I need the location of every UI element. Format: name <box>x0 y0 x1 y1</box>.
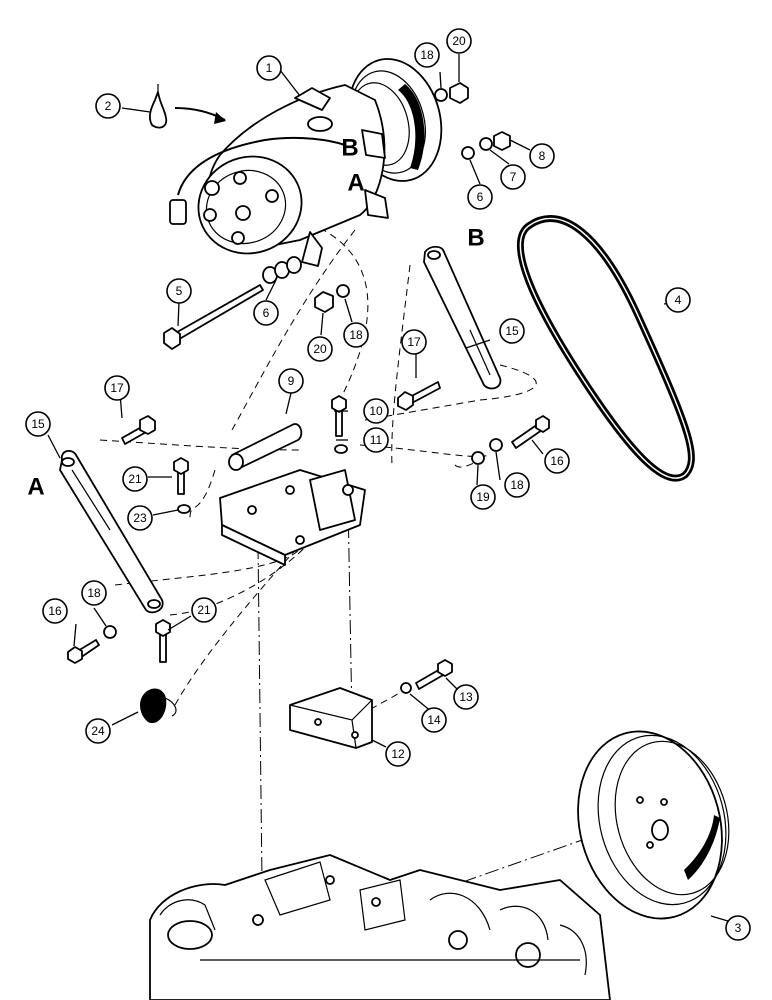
callout-4: 4 <box>665 287 691 313</box>
svg-text:18: 18 <box>87 586 101 600</box>
svg-text:14: 14 <box>427 713 441 727</box>
svg-text:11: 11 <box>370 433 383 447</box>
nuts-upper-right <box>434 82 511 160</box>
svg-text:3: 3 <box>735 921 742 935</box>
svg-text:18: 18 <box>510 478 524 492</box>
svg-text:20: 20 <box>313 342 327 356</box>
svg-text:19: 19 <box>476 490 490 504</box>
washer-23 <box>177 504 191 514</box>
callout-16-left: 16 <box>42 598 68 624</box>
svg-text:18: 18 <box>420 48 434 62</box>
svg-text:6: 6 <box>263 306 270 320</box>
callout-13: 13 <box>453 684 479 710</box>
callout-21-lower: 21 <box>191 597 217 623</box>
svg-text:4: 4 <box>675 293 682 307</box>
callout-15-left: 15 <box>25 411 51 437</box>
ref-letter-a-left: A <box>27 474 44 501</box>
washers-right-lower <box>471 438 503 465</box>
callout-1: 1 <box>256 55 282 81</box>
compressor <box>169 58 443 267</box>
svg-text:9: 9 <box>288 374 295 388</box>
bolt-right-lower <box>511 415 550 449</box>
svg-text:6: 6 <box>477 190 484 204</box>
bolt-bracket-top <box>331 395 348 454</box>
ref-letter-b-bracket: B <box>467 225 484 252</box>
bolt-left-upper <box>121 415 156 445</box>
svg-text:17: 17 <box>407 335 421 349</box>
washers-lower <box>262 256 302 284</box>
ref-letter-a-compressor: A <box>347 170 364 197</box>
adjusting-strap-left <box>59 449 164 614</box>
callout-17-right: 17 <box>401 329 427 355</box>
callout-23: 23 <box>127 505 153 531</box>
svg-text:15: 15 <box>31 417 45 431</box>
svg-text:21: 21 <box>128 472 142 486</box>
svg-text:10: 10 <box>369 404 383 418</box>
crankshaft-pulley <box>577 730 730 920</box>
svg-text:23: 23 <box>133 511 147 525</box>
svg-text:18: 18 <box>349 328 363 342</box>
ref-letter-b-compressor: B <box>341 135 358 162</box>
engine-block <box>149 854 611 1000</box>
callout-3: 3 <box>725 915 751 941</box>
svg-text:13: 13 <box>459 690 473 704</box>
callout-14: 14 <box>421 707 447 733</box>
svg-text:24: 24 <box>91 724 105 738</box>
svg-text:15: 15 <box>505 324 519 338</box>
leader-lines <box>47 54 739 925</box>
callout-6-upper: 6 <box>467 184 493 210</box>
svg-text:8: 8 <box>539 149 546 163</box>
svg-text:5: 5 <box>176 284 183 298</box>
svg-text:2: 2 <box>105 99 112 113</box>
svg-text:12: 12 <box>391 747 405 761</box>
drive-belt <box>516 215 695 482</box>
reference-letters: A B B A <box>27 135 484 501</box>
hose-clamp <box>140 688 177 724</box>
callout-17-left: 17 <box>104 375 130 401</box>
bolt-13 <box>400 659 453 694</box>
svg-text:20: 20 <box>452 34 466 48</box>
bolt-right-upper <box>397 381 441 411</box>
callout-12: 12 <box>385 741 411 767</box>
callout-2: 2 <box>95 93 121 119</box>
callout-21-upper: 21 <box>122 466 148 492</box>
callout-8: 8 <box>529 143 555 169</box>
callout-5: 5 <box>166 278 192 304</box>
callout-20-top: 20 <box>446 28 472 54</box>
svg-text:21: 21 <box>197 603 211 617</box>
svg-text:16: 16 <box>550 454 564 468</box>
callout-18-left: 18 <box>81 580 107 606</box>
callout-16-right: 16 <box>544 448 570 474</box>
svg-text:17: 17 <box>110 381 124 395</box>
mounting-bracket <box>219 423 366 566</box>
svg-text:16: 16 <box>48 604 62 618</box>
nuts-lower <box>314 284 350 313</box>
callout-11: 11 <box>363 427 389 453</box>
svg-text:7: 7 <box>510 170 517 184</box>
callout-10: 10 <box>363 398 389 424</box>
callout-24: 24 <box>85 718 111 744</box>
callout-9: 9 <box>278 368 304 394</box>
callout-19: 19 <box>470 484 496 510</box>
long-bolt <box>163 284 264 350</box>
adjusting-strap-right <box>423 245 502 390</box>
svg-text:1: 1 <box>266 61 273 75</box>
callout-7: 7 <box>500 164 526 190</box>
callout-6-lower: 6 <box>253 300 279 326</box>
callout-15-right: 15 <box>499 318 525 344</box>
callout-18-right: 18 <box>504 472 530 498</box>
callout-18-top: 18 <box>414 42 440 68</box>
callout-20-mid: 20 <box>307 336 333 362</box>
bolt-left-lower <box>67 625 117 664</box>
callout-18-mid: 18 <box>343 322 369 348</box>
bolt-21-upper <box>173 457 189 495</box>
bolt-21-lower <box>155 619 171 663</box>
spacer-block <box>289 687 373 749</box>
wire-clip <box>148 84 226 129</box>
